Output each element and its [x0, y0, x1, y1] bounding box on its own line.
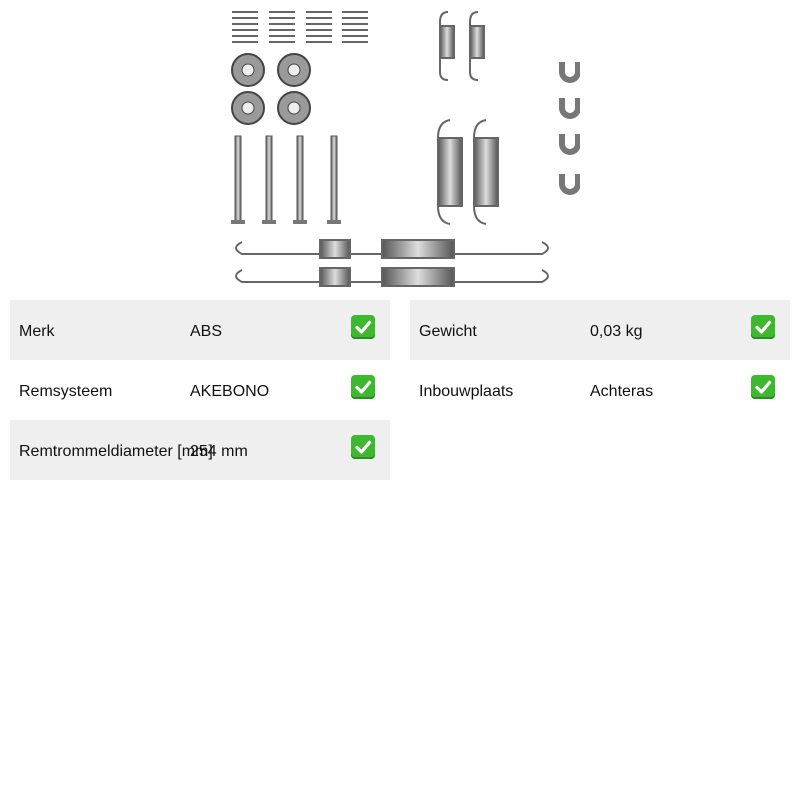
- spec-label: Gewicht: [419, 323, 477, 340]
- spring-cups: [231, 53, 311, 125]
- specs-column-right: Gewicht 0,03 kg Inbouwplaats Achteras: [410, 300, 790, 420]
- product-image: [224, 4, 581, 292]
- check-mark-icon: [751, 315, 775, 339]
- return-springs-long: [235, 239, 549, 287]
- tension-springs-large: [437, 119, 499, 225]
- spec-value: 0,03 kg: [590, 323, 643, 340]
- spec-label: Inbouwplaats: [419, 383, 514, 400]
- spec-label: Merk: [19, 323, 55, 340]
- spec-value: 254 mm: [190, 443, 248, 460]
- spec-label: Remtrommeldiameter [mm]: [19, 443, 213, 460]
- spec-value: AKEBONO: [190, 383, 270, 400]
- spec-row: Remsysteem AKEBONO: [10, 360, 390, 420]
- specs-column-left: Merk ABS Remsysteem AKEBONO Remtrommeldi…: [10, 300, 390, 480]
- retaining-clips: [559, 62, 581, 195]
- spec-row: Merk ABS: [10, 300, 390, 360]
- spec-row: Inbouwplaats Achteras: [410, 360, 790, 420]
- check-mark-icon: [751, 375, 775, 399]
- check-mark-icon: [351, 315, 375, 339]
- spec-label: Remsysteem: [19, 383, 113, 400]
- tension-springs-small: [439, 11, 485, 81]
- spec-row: Gewicht 0,03 kg: [410, 300, 790, 360]
- spec-value: ABS: [190, 323, 223, 340]
- spec-value: Achteras: [590, 383, 654, 400]
- brake-spring-kit-image: [231, 11, 581, 287]
- hold-down-pins: [231, 135, 341, 224]
- check-mark-icon: [351, 375, 375, 399]
- coil-springs-small: [232, 11, 368, 43]
- spec-row: Remtrommeldiameter [mm] 254 mm: [10, 420, 390, 480]
- check-mark-icon: [351, 435, 375, 459]
